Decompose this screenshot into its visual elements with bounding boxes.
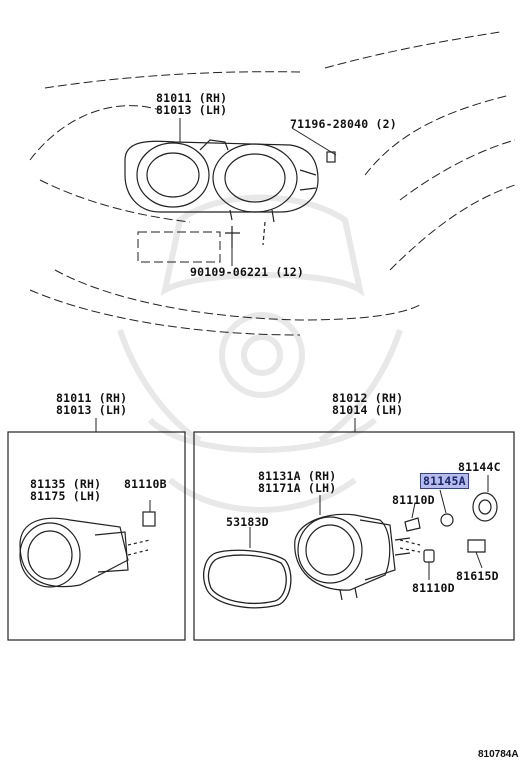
- label-gasket[interactable]: 53183D: [226, 515, 269, 529]
- label-socket[interactable]: 81615D: [456, 569, 499, 583]
- car-body-outline: [29, 31, 516, 336]
- diagram-code: 810784A: [478, 749, 519, 760]
- label-nut: 71196-28040 (2): [290, 117, 397, 131]
- label-left-header-lh: 81013 (LH): [56, 403, 128, 417]
- label-right-header-rh: 81012 (RH): [332, 391, 404, 405]
- label-fog-unit-right-lh: 81171A (LH): [258, 481, 337, 495]
- label-headlamp-rh: 81011 (RH): [156, 91, 228, 105]
- label-clip: 90109-06221 (12): [190, 265, 304, 279]
- label-right-header-lh: 81014 (LH): [332, 403, 404, 417]
- label-left-header-rh: 81011 (RH): [56, 391, 128, 405]
- label-headlamp-lh: 81013 (LH): [156, 103, 228, 117]
- label-fog-unit-rh: 81135 (RH): [30, 477, 102, 491]
- label-fog-unit-lh: 81175 (LH): [30, 489, 102, 503]
- label-bulb-highlighted[interactable]: 81145A: [420, 473, 469, 489]
- watermark-emblem: [117, 194, 403, 513]
- label-bulb-81110b[interactable]: 81110B: [124, 477, 167, 491]
- headlamp-assembly-top: [124, 139, 336, 248]
- label-cap[interactable]: 81144C: [458, 460, 501, 474]
- left-parts-box: [7, 431, 186, 641]
- label-bulb-lower[interactable]: 81110D: [412, 581, 455, 595]
- label-bulb-upper[interactable]: 81110D: [392, 493, 435, 507]
- label-fog-unit-right-rh: 81131A (RH): [258, 469, 337, 483]
- bulb-socket-parts: [399, 475, 498, 580]
- fog-lamp-right: [294, 495, 411, 601]
- leader-lines-top: [179, 118, 337, 266]
- fog-lamp-left: [19, 500, 156, 588]
- right-parts-box: [193, 431, 515, 641]
- gasket-ring: [203, 527, 292, 609]
